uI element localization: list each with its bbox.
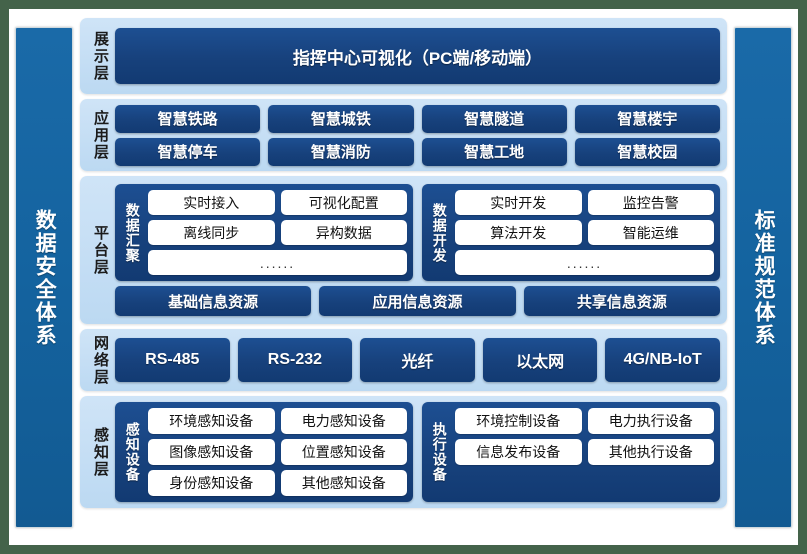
sensing-item-other[interactable]: 其他感知设备: [280, 470, 407, 496]
sensing-row-3: 身份感知设备 其他感知设备: [148, 470, 407, 496]
sensing-item-environment[interactable]: 环境感知设备: [148, 408, 275, 434]
aggregation-item-offline-sync[interactable]: 离线同步: [148, 220, 275, 245]
platform-aggregation-grid: 实时接入 可视化配置 离线同步 异构数据 ......: [148, 190, 407, 275]
platform-development-grid: 实时开发 监控告警 算法开发 智能运维 ......: [455, 190, 714, 275]
layer-network-label: 网络层: [92, 334, 109, 386]
layer-display-body: 指挥中心可视化（PC端/移动端）: [115, 23, 720, 89]
platform-group-data-aggregation: 数据汇聚 实时接入 可视化配置 离线同步 异构数据: [115, 184, 413, 281]
actuator-row-2: 信息发布设备 其他执行设备: [455, 439, 714, 465]
layer-platform-label: 平台层: [92, 224, 109, 276]
layer-perception-body: 感知设备 环境感知设备 电力感知设备 图像感知设备 位置感知设备: [115, 401, 720, 503]
left-pillar-label: 数据安全体系: [33, 208, 57, 347]
actuator-item-other[interactable]: 其他执行设备: [587, 439, 714, 465]
network-item-rs485[interactable]: RS-485: [115, 338, 230, 382]
development-row-1: 实时开发 监控告警: [455, 190, 714, 215]
perception-group-title-sensing: 感知设备: [124, 422, 141, 482]
app-item-smart-railway[interactable]: 智慧铁路: [115, 104, 261, 133]
display-row: 指挥中心可视化（PC端/移动端）: [115, 28, 720, 84]
layer-network: 网络层 RS-485 RS-232 光纤 以太网 4G/NB-IoT: [80, 329, 727, 391]
sensing-item-identity[interactable]: 身份感知设备: [148, 470, 275, 496]
resource-item-shared-info[interactable]: 共享信息资源: [523, 286, 720, 316]
layer-platform-body: 数据汇聚 实时接入 可视化配置 离线同步 异构数据: [115, 181, 720, 319]
layer-application: 应用层 智慧铁路 智慧城铁 智慧隧道 智慧楼宇 智慧停车 智慧消防 智慧工地 智…: [80, 99, 727, 171]
aggregation-item-more[interactable]: ......: [148, 250, 407, 275]
sensing-item-power[interactable]: 电力感知设备: [280, 408, 407, 434]
platform-group-title-aggregation: 数据汇聚: [124, 202, 141, 263]
perception-group-sensing-devices: 感知设备 环境感知设备 电力感知设备 图像感知设备 位置感知设备: [115, 402, 413, 502]
platform-group-title-development: 数据开发: [431, 202, 448, 263]
platform-group-data-development: 数据开发 实时开发 监控告警 算法开发 智能运维: [422, 184, 720, 281]
development-item-more[interactable]: ......: [455, 250, 714, 275]
layer-stack: 展示层 指挥中心可视化（PC端/移动端） 应用层 智慧铁路 智慧城铁 智慧隧道 …: [80, 18, 727, 536]
frame-border-bottom: [0, 545, 807, 554]
platform-groups: 数据汇聚 实时接入 可视化配置 离线同步 异构数据: [115, 184, 720, 281]
development-row-2: 算法开发 智能运维: [455, 220, 714, 245]
development-item-monitor-alarm[interactable]: 监控告警: [587, 190, 714, 215]
app-item-smart-building[interactable]: 智慧楼宇: [574, 104, 720, 133]
development-item-realtime-dev[interactable]: 实时开发: [455, 190, 582, 215]
diagram-inner: 数据安全体系 展示层 指挥中心可视化（PC端/移动端） 应用层 智慧铁路: [9, 9, 798, 545]
development-item-smart-ops[interactable]: 智能运维: [587, 220, 714, 245]
development-item-algorithm-dev[interactable]: 算法开发: [455, 220, 582, 245]
network-item-fiber[interactable]: 光纤: [360, 338, 475, 382]
actuator-row-1: 环境控制设备 电力执行设备: [455, 408, 714, 434]
network-row: RS-485 RS-232 光纤 以太网 4G/NB-IoT: [115, 338, 720, 382]
frame-border-right: [798, 0, 807, 554]
app-item-smart-tunnel[interactable]: 智慧隧道: [421, 104, 567, 133]
network-item-rs232[interactable]: RS-232: [237, 338, 353, 382]
actuator-item-power-execution[interactable]: 电力执行设备: [587, 408, 714, 434]
app-item-smart-firefighting[interactable]: 智慧消防: [268, 137, 414, 166]
sensing-devices-grid: 环境感知设备 电力感知设备 图像感知设备 位置感知设备 身份感知设备 其他感知设…: [148, 408, 407, 496]
network-item-4g-nbiot[interactable]: 4G/NB-IoT: [605, 338, 720, 382]
aggregation-item-heterogeneous-data[interactable]: 异构数据: [280, 220, 407, 245]
right-pillar-standards: 标准规范体系: [734, 27, 792, 528]
left-pillar-data-security: 数据安全体系: [15, 27, 73, 528]
aggregation-row-1: 实时接入 可视化配置: [148, 190, 407, 215]
actuator-item-environment-control[interactable]: 环境控制设备: [455, 408, 582, 434]
right-pillar-label: 标准规范体系: [752, 208, 776, 347]
layer-perception-label: 感知层: [92, 426, 109, 478]
app-item-smart-construction-site[interactable]: 智慧工地: [421, 137, 567, 166]
actuator-devices-grid: 环境控制设备 电力执行设备 信息发布设备 其他执行设备: [455, 408, 714, 496]
layer-platform: 平台层 数据汇聚 实时接入 可视化配置 离线同步: [80, 176, 727, 324]
layer-network-body: RS-485 RS-232 光纤 以太网 4G/NB-IoT: [115, 334, 720, 386]
application-row-2: 智慧停车 智慧消防 智慧工地 智慧校园: [115, 137, 720, 166]
layer-display: 展示层 指挥中心可视化（PC端/移动端）: [80, 18, 727, 94]
sensing-row-2: 图像感知设备 位置感知设备: [148, 439, 407, 465]
application-row-1: 智慧铁路 智慧城铁 智慧隧道 智慧楼宇: [115, 104, 720, 133]
aggregation-row-2: 离线同步 异构数据: [148, 220, 407, 245]
platform-resources-row: 基础信息资源 应用信息资源 共享信息资源: [115, 286, 720, 316]
sensing-item-image[interactable]: 图像感知设备: [148, 439, 275, 465]
layer-application-body: 智慧铁路 智慧城铁 智慧隧道 智慧楼宇 智慧停车 智慧消防 智慧工地 智慧校园: [115, 104, 720, 166]
resource-item-application-info[interactable]: 应用信息资源: [319, 286, 516, 316]
layer-application-label: 应用层: [92, 109, 109, 161]
frame-border-left: [0, 0, 9, 554]
network-item-ethernet[interactable]: 以太网: [482, 338, 598, 382]
aggregation-row-3: ......: [148, 250, 407, 275]
actuator-item-info-publish[interactable]: 信息发布设备: [455, 439, 582, 465]
perception-group-title-actuator: 执行设备: [431, 422, 448, 482]
resource-item-basic-info[interactable]: 基础信息资源: [115, 286, 312, 316]
app-item-smart-parking[interactable]: 智慧停车: [115, 137, 261, 166]
development-row-3: ......: [455, 250, 714, 275]
app-item-smart-campus[interactable]: 智慧校园: [574, 137, 720, 166]
frame-border-top: [0, 0, 807, 9]
sensing-item-location[interactable]: 位置感知设备: [280, 439, 407, 465]
layer-perception: 感知层 感知设备 环境感知设备 电力感知设备 图像感知设备: [80, 396, 727, 508]
aggregation-item-realtime-access[interactable]: 实时接入: [148, 190, 275, 215]
layer-display-label: 展示层: [92, 30, 109, 82]
app-item-smart-metro[interactable]: 智慧城铁: [268, 104, 414, 133]
sensing-row-1: 环境感知设备 电力感知设备: [148, 408, 407, 434]
perception-group-actuator-devices: 执行设备 环境控制设备 电力执行设备 信息发布设备 其他执行设备: [422, 402, 720, 502]
aggregation-item-visual-config[interactable]: 可视化配置: [280, 190, 407, 215]
perception-groups: 感知设备 环境感知设备 电力感知设备 图像感知设备 位置感知设备: [115, 402, 720, 502]
display-item-command-center[interactable]: 指挥中心可视化（PC端/移动端）: [115, 28, 720, 84]
